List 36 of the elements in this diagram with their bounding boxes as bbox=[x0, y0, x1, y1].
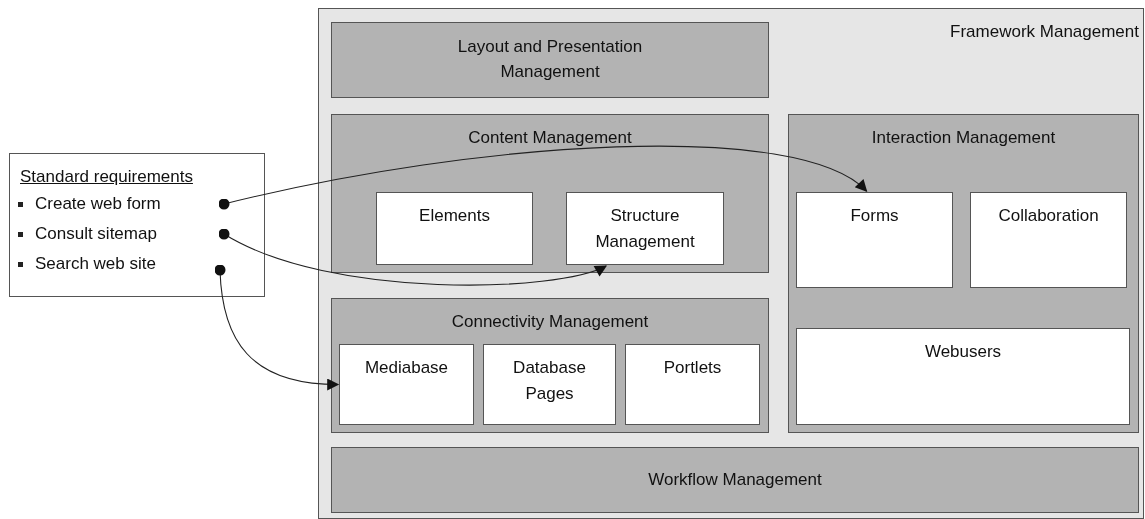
component-label: Collaboration bbox=[997, 205, 1100, 227]
component-box bbox=[339, 344, 474, 425]
module-group-box bbox=[331, 114, 769, 273]
component-box bbox=[796, 192, 953, 288]
panel-title: Framework Management bbox=[950, 21, 1139, 43]
framework-panel bbox=[318, 8, 1144, 519]
curved-arrow bbox=[218, 228, 608, 286]
curved-arrow bbox=[214, 264, 340, 390]
component-box bbox=[483, 344, 616, 425]
group-title: Interaction Management bbox=[870, 127, 1057, 149]
component-box bbox=[625, 344, 760, 425]
component-label: Structure Management bbox=[594, 205, 696, 253]
component-box bbox=[566, 192, 724, 265]
curved-arrow bbox=[218, 145, 868, 210]
module-label: Layout and Presentation Management bbox=[456, 36, 644, 83]
component-label: Forms bbox=[849, 205, 900, 227]
component-box bbox=[376, 192, 533, 265]
component-label: Mediabase bbox=[363, 357, 450, 379]
component-label: Elements bbox=[418, 205, 491, 227]
module-label: Workflow Management bbox=[647, 468, 823, 491]
component-label: Database Pages bbox=[512, 357, 587, 405]
module-group-box bbox=[788, 114, 1139, 433]
module-box bbox=[331, 22, 769, 98]
module-group-box bbox=[331, 298, 769, 433]
component-label: Webusers bbox=[923, 341, 1003, 363]
group-title: Connectivity Management bbox=[450, 311, 650, 333]
group-title: Content Management bbox=[467, 127, 633, 149]
list-item: Create web form bbox=[35, 193, 161, 216]
list-item: Consult sitemap bbox=[35, 223, 157, 246]
component-box bbox=[970, 192, 1127, 288]
list-heading: Standard requirements bbox=[20, 166, 193, 188]
component-box bbox=[796, 328, 1130, 425]
component-label: Portlets bbox=[662, 357, 723, 379]
list-item: Search web site bbox=[35, 253, 156, 276]
module-box bbox=[331, 447, 1139, 513]
requirements-box bbox=[9, 153, 265, 297]
